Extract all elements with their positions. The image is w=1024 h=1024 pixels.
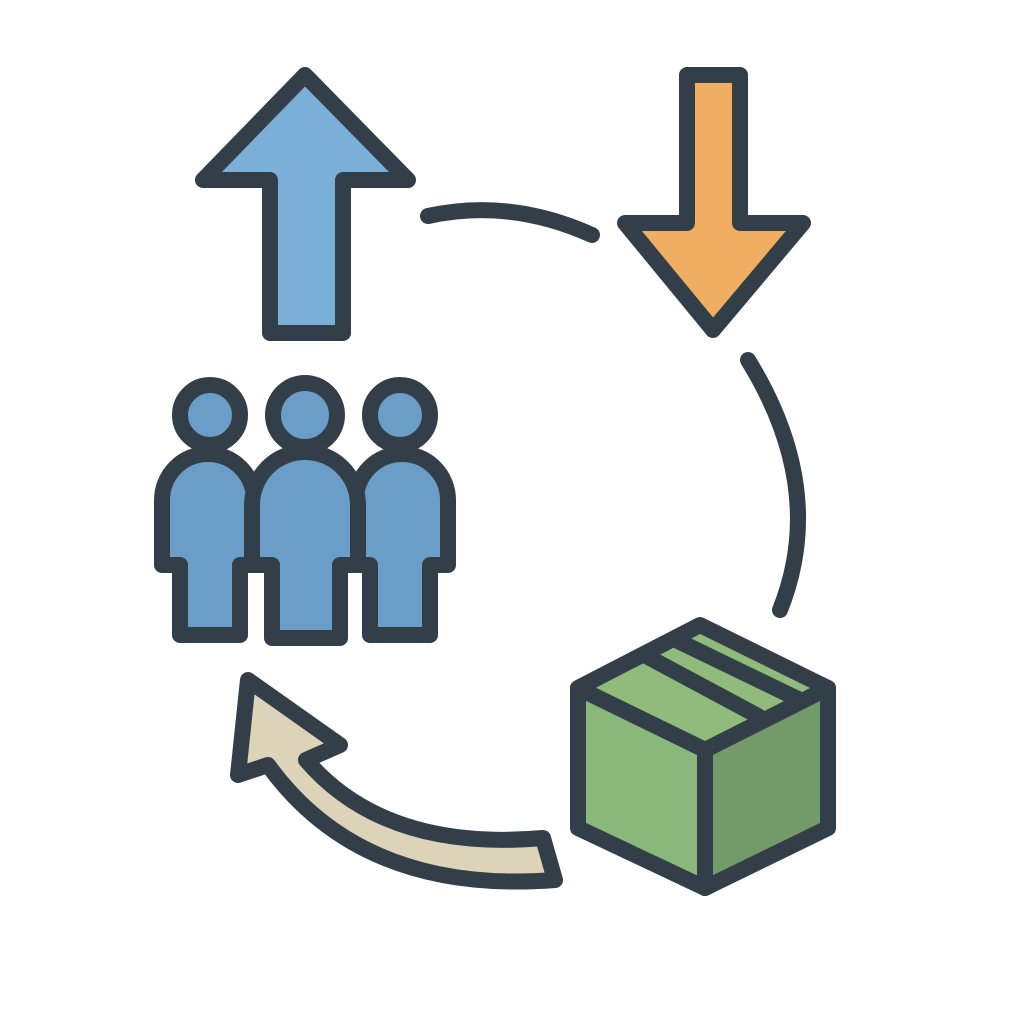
cycle-arc-right bbox=[740, 352, 806, 618]
person-center-head bbox=[265, 375, 345, 455]
box-tape-line bbox=[640, 649, 766, 724]
person-right-body bbox=[348, 446, 456, 643]
person-right-head bbox=[362, 377, 438, 453]
people-group-icon bbox=[154, 375, 456, 646]
person-center-body bbox=[244, 444, 366, 646]
down-arrow-icon bbox=[617, 67, 811, 338]
person-left-body bbox=[154, 446, 262, 643]
cycle-arc-top bbox=[420, 202, 600, 243]
box-tape-line bbox=[668, 632, 808, 708]
up-arrow-icon bbox=[195, 67, 416, 341]
package-box-icon bbox=[570, 617, 836, 896]
curved-return-arrow-icon bbox=[230, 672, 563, 890]
box-right-face bbox=[697, 680, 836, 896]
person-left-head bbox=[172, 377, 248, 453]
